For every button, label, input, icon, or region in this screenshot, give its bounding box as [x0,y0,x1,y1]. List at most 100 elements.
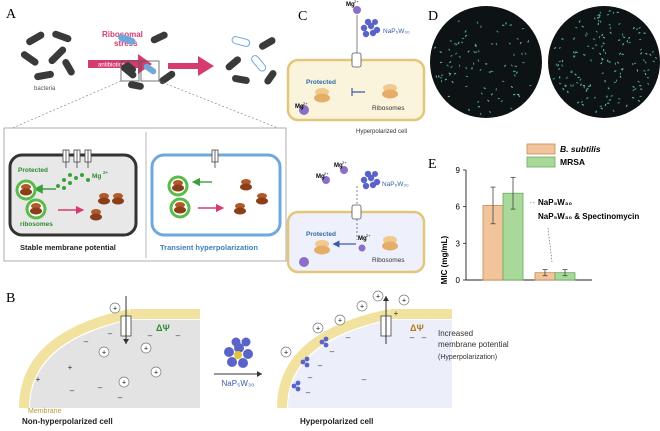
fluorescent-spot [604,51,607,55]
fluorescent-spot [600,45,603,48]
svg-text:2+: 2+ [303,101,308,106]
fluorescent-spot [622,43,624,46]
zoom-box-left [120,60,140,82]
fluorescent-spot [446,64,449,67]
fluorescent-spot [457,20,460,23]
fluorescent-spot [594,44,598,47]
fluorescent-spot [652,60,655,63]
svg-text:2+: 2+ [354,0,359,4]
mg-ions-c2-icon [322,166,348,184]
fluorescent-spot [458,64,461,67]
fluorescent-spot [440,79,443,83]
increased-label-2: membrane potential [438,340,509,349]
mg-label: Mg [92,173,101,180]
fluorescent-spot [487,99,490,102]
cation-sign: + [102,350,106,357]
fluorescent-spot [593,17,596,20]
fluorescent-spot [555,63,558,66]
svg-text:2+: 2+ [103,170,109,175]
fluorescent-spot [573,37,575,40]
fluorescent-spot [585,34,587,37]
fluorescent-spot [464,30,467,33]
fluorescent-spot [638,31,641,34]
fluorescent-spot [495,42,498,46]
bacteria-label: bacteria [34,86,56,92]
hyperpolarized-bacteria-icon [225,36,277,85]
fluorescent-spot [608,10,611,12]
fluorescent-spot [477,50,480,53]
fluorescent-spot [473,51,476,54]
fluorescent-spot [586,97,589,99]
fluorescent-spot [618,22,621,26]
y-tick-label: 9 [456,166,461,175]
fluorescent-spot [587,85,591,87]
fluorescent-spot [449,61,452,64]
fluorescent-spot [614,70,617,72]
fluorescent-spot [583,54,586,56]
fluorescent-spot [513,93,516,96]
fluorescent-spot [636,69,639,72]
fluorescent-spot [587,45,590,47]
mg-label-c1: Mg [346,2,355,8]
fluorescent-spot [561,64,563,67]
fluorescent-spot [640,88,643,90]
minus-sign: – [330,347,335,356]
fluorescent-spot [617,101,620,104]
cation-sign: + [360,304,364,311]
fluorescent-spot [632,89,635,92]
fluorescent-spot [621,53,624,55]
cation-icon [334,314,346,326]
cation-sign: + [338,318,342,325]
fluorescent-spot [439,61,443,64]
hyperpolarization-label: (Hyperpolarization) [438,354,497,361]
ions-right: +++++++–––––––– [280,290,427,397]
polyoxometalate-cluster-icon-3 [224,337,253,368]
fluorescent-spot [619,52,622,55]
fluorescent-spot [516,71,518,74]
fluorescent-spot [473,62,475,65]
fluorescent-spot [617,39,621,41]
cation-sign: + [376,294,380,301]
fluorescent-spot [645,52,648,55]
minus-sign: – [318,361,323,370]
fluorescent-spot [600,20,602,23]
mg-label-c5: Mg [358,236,367,242]
y-tick-label: 0 [456,276,461,285]
cation-sign: + [284,350,288,357]
fluorescent-spot [598,14,601,17]
fluorescent-spot [586,32,588,35]
fluorescent-spot [637,99,641,102]
fluorescent-spot [622,36,626,38]
fluorescent-spot [647,82,650,86]
fluorescent-spot [578,20,581,23]
delta-psi-left: ΔΨ [156,323,170,333]
minus-sign: – [98,383,103,392]
fluorescent-spot [581,25,584,28]
fluorescent-spot [516,37,519,40]
fluorescent-spot [652,50,654,54]
fluorescent-spot [448,72,451,75]
fluorescent-spot [562,87,565,91]
fluorescent-spot [649,53,652,56]
fluorescent-spot [522,62,525,64]
fluorescent-spot [637,80,640,83]
y-tick-label: 3 [456,239,461,248]
fluorescent-spot [444,78,448,81]
fluorescent-spot [633,62,637,65]
fluorescent-spot [509,24,512,26]
fluorescent-spot [583,85,585,89]
fluorescent-spot [632,86,635,88]
cation-sign: + [144,346,148,353]
fluorescent-spot [608,61,611,63]
ribosome-icon-c2 [314,236,398,255]
fluorescent-spot [457,41,460,45]
fluorescent-spot [599,11,602,14]
fluorescent-spot [501,80,505,83]
cation-sign: + [154,370,158,377]
polyoxometalate-cluster-icon-2 [360,170,381,190]
fluorescent-spot [567,90,569,94]
fluorescent-spot [553,47,557,49]
cation-icon [312,322,324,334]
fluorescent-spot [619,75,622,78]
fluorescent-spot [518,94,521,98]
